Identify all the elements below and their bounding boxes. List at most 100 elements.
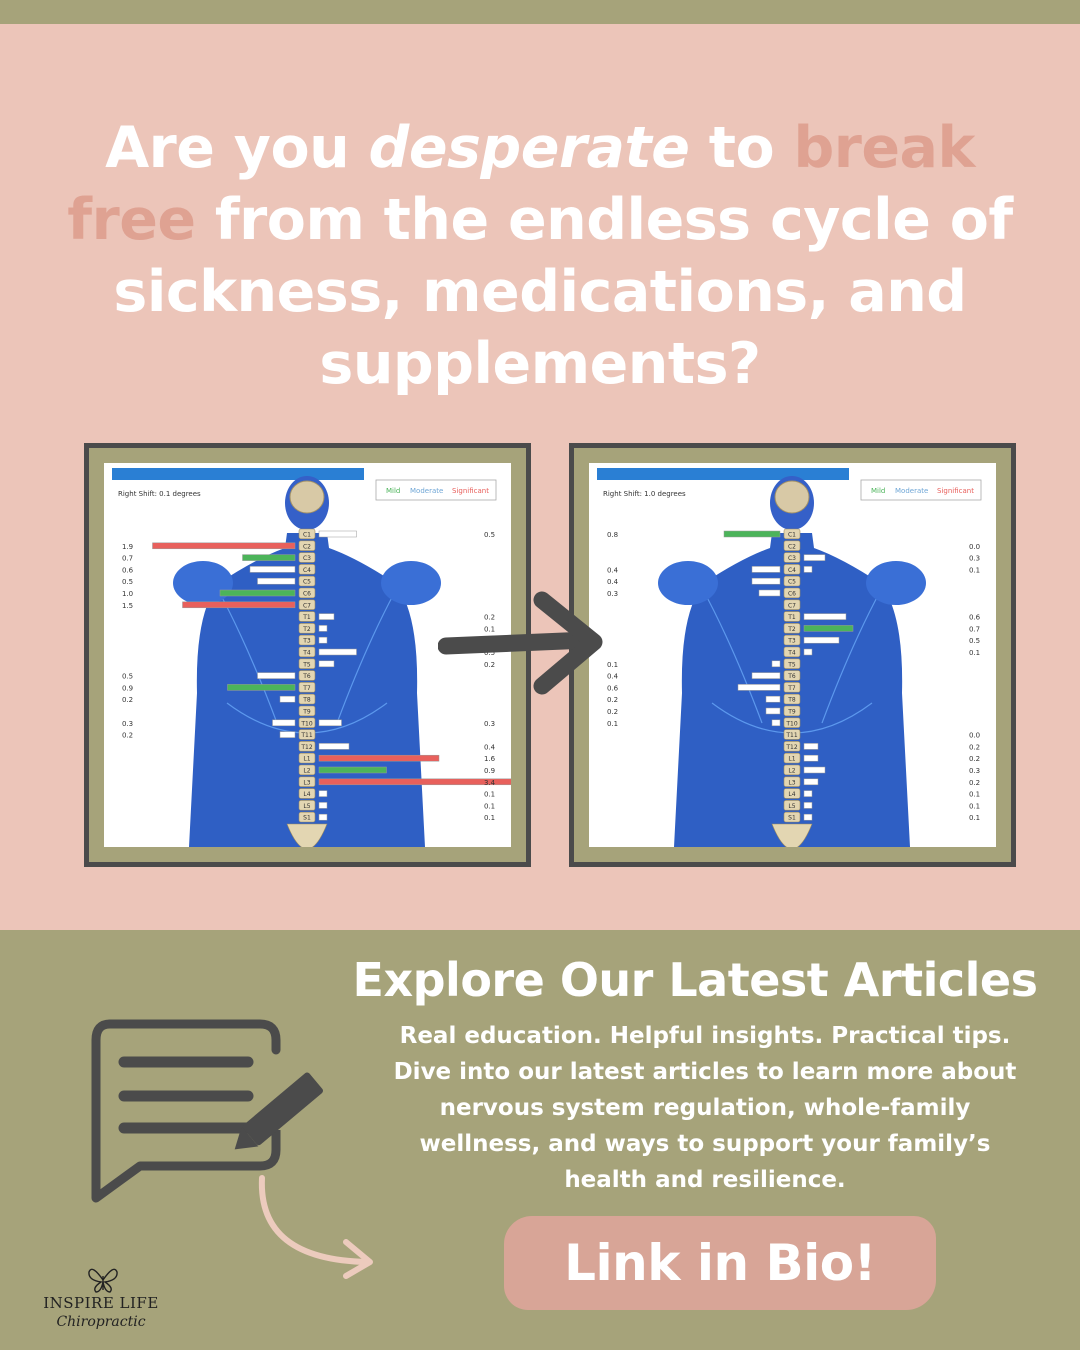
after-vertebra-label: C5 xyxy=(788,579,796,586)
before-left-bar xyxy=(242,554,296,561)
after-vertebra-label: S1 xyxy=(788,815,796,822)
before-right-bar xyxy=(318,766,387,774)
before-vertebra-label: C7 xyxy=(303,602,311,609)
after-vertebra-t5 xyxy=(783,658,801,669)
after-vertebra-t9 xyxy=(783,705,801,717)
before-left-value: 0.3 xyxy=(122,720,133,728)
after-right-value: 0.3 xyxy=(969,555,980,563)
before-right-value: 3.4 xyxy=(484,779,496,787)
before-vertebra-label: T8 xyxy=(302,697,311,704)
before-legend-mild: Mild xyxy=(386,487,400,495)
before-left-bar xyxy=(257,577,296,585)
after-right-bar xyxy=(803,566,813,573)
after-vertebra-label: C7 xyxy=(788,602,796,609)
before-left-value: 0.5 xyxy=(122,673,133,681)
after-shoulder-left xyxy=(658,561,718,605)
after-right-value: 0.1 xyxy=(969,791,980,799)
before-vertebra-t1 xyxy=(298,611,316,622)
before-left-value: 0.5 xyxy=(122,578,133,586)
inspire-life-logo: INSPIRE LIFE Chiropractic xyxy=(36,1262,166,1342)
before-right-value: 0.2 xyxy=(484,661,495,669)
before-vertebra-c2 xyxy=(298,540,316,551)
after-right-value: 0.1 xyxy=(969,566,980,574)
after-right-value: 0.6 xyxy=(969,614,981,622)
before-vertebra-t4 xyxy=(298,646,316,658)
before-left-value: 1.5 xyxy=(122,602,133,610)
after-vertebra-t11 xyxy=(783,729,801,740)
after-legend-mild: Mild xyxy=(871,487,885,495)
before-vertebra-label: C1 xyxy=(303,532,311,539)
before-vertebra-label: L4 xyxy=(303,791,310,798)
before-vertebra-l1 xyxy=(298,752,316,764)
before-vertebra-label: C5 xyxy=(303,579,311,586)
after-left-bar xyxy=(771,660,781,668)
after-vertebra-label: T11 xyxy=(785,732,797,739)
after-right-value: 0.2 xyxy=(969,755,980,763)
before-vertebra-label: C2 xyxy=(303,543,311,550)
before-vertebra-t6 xyxy=(298,670,316,681)
after-vertebra-label: T2 xyxy=(787,626,796,633)
after-vertebra-label: T10 xyxy=(785,720,797,727)
after-vertebra-label: C2 xyxy=(788,543,796,550)
curved-arrow-icon xyxy=(258,1175,373,1279)
after-left-value: 0.8 xyxy=(607,531,618,539)
before-left-bar xyxy=(227,684,296,691)
before-vertebra-label: L1 xyxy=(303,756,310,763)
after-vertebra-label: C6 xyxy=(788,591,796,598)
before-right-bar xyxy=(318,530,357,538)
before-right-value: 0.3 xyxy=(484,720,495,728)
before-left-value: 0.2 xyxy=(122,696,133,704)
before-vertebra-label: T6 xyxy=(302,673,311,680)
after-left-bar xyxy=(765,707,781,715)
before-vertebra-t12 xyxy=(298,741,316,752)
before-vertebra-label: L5 xyxy=(303,803,310,810)
after-vertebra-c3 xyxy=(783,552,801,563)
articles-body: Real education. Helpful insights. Practi… xyxy=(393,1023,1017,1193)
after-left-bar xyxy=(751,566,781,573)
before-vertebra-c3 xyxy=(298,552,316,563)
before-right-value: 0.1 xyxy=(484,802,495,810)
after-left-bar xyxy=(737,684,781,691)
after-vertebra-label: T4 xyxy=(787,650,796,657)
before-vertebra-c7 xyxy=(298,599,316,610)
before-brain xyxy=(289,480,325,514)
link-in-bio-button[interactable]: Link in Bio! xyxy=(504,1216,936,1310)
before-right-value: 0.1 xyxy=(484,625,495,633)
after-left-bar xyxy=(765,695,781,703)
after-vertebra-label: T5 xyxy=(787,661,796,668)
after-left-bar xyxy=(751,672,781,679)
after-vertebra-label: T7 xyxy=(787,685,796,692)
after-left-value: 0.1 xyxy=(607,661,618,669)
before-vertebra-label: T3 xyxy=(302,638,311,645)
before-right-bar xyxy=(318,743,350,750)
after-shoulder-right xyxy=(866,561,926,605)
before-legend-box xyxy=(375,479,497,501)
before-left-value: 1.0 xyxy=(122,590,133,598)
before-vertebra-label: T9 xyxy=(302,709,311,716)
before-vertebra-l2 xyxy=(298,764,316,776)
before-left-value: 0.2 xyxy=(122,732,133,740)
before-vertebra-label: C6 xyxy=(303,591,311,598)
after-vertebra-label: L2 xyxy=(788,768,795,775)
after-legend-significant: Significant xyxy=(937,487,974,495)
headline: Are you desperate to break free from the… xyxy=(67,115,1013,397)
before-vertebra-label: C3 xyxy=(303,555,311,562)
before-right-bar xyxy=(318,778,511,786)
right-arrow-icon xyxy=(438,591,603,695)
after-vertebra-l1 xyxy=(783,752,801,764)
after-vertebra-c5 xyxy=(783,575,801,587)
before-left-bar xyxy=(279,695,296,703)
before-left-bar xyxy=(279,731,296,738)
before-sacrum xyxy=(286,823,328,847)
after-vertebra-c6 xyxy=(783,587,801,599)
logo-brand-text: INSPIRE LIFE xyxy=(43,1294,159,1312)
before-right-bar xyxy=(318,660,335,668)
after-right-value: 0.7 xyxy=(969,625,980,633)
after-right-value: 0.3 xyxy=(969,767,980,775)
before-header-bar xyxy=(112,468,364,480)
before-right-bar xyxy=(318,790,328,797)
before-vertebra-t10 xyxy=(298,717,316,728)
